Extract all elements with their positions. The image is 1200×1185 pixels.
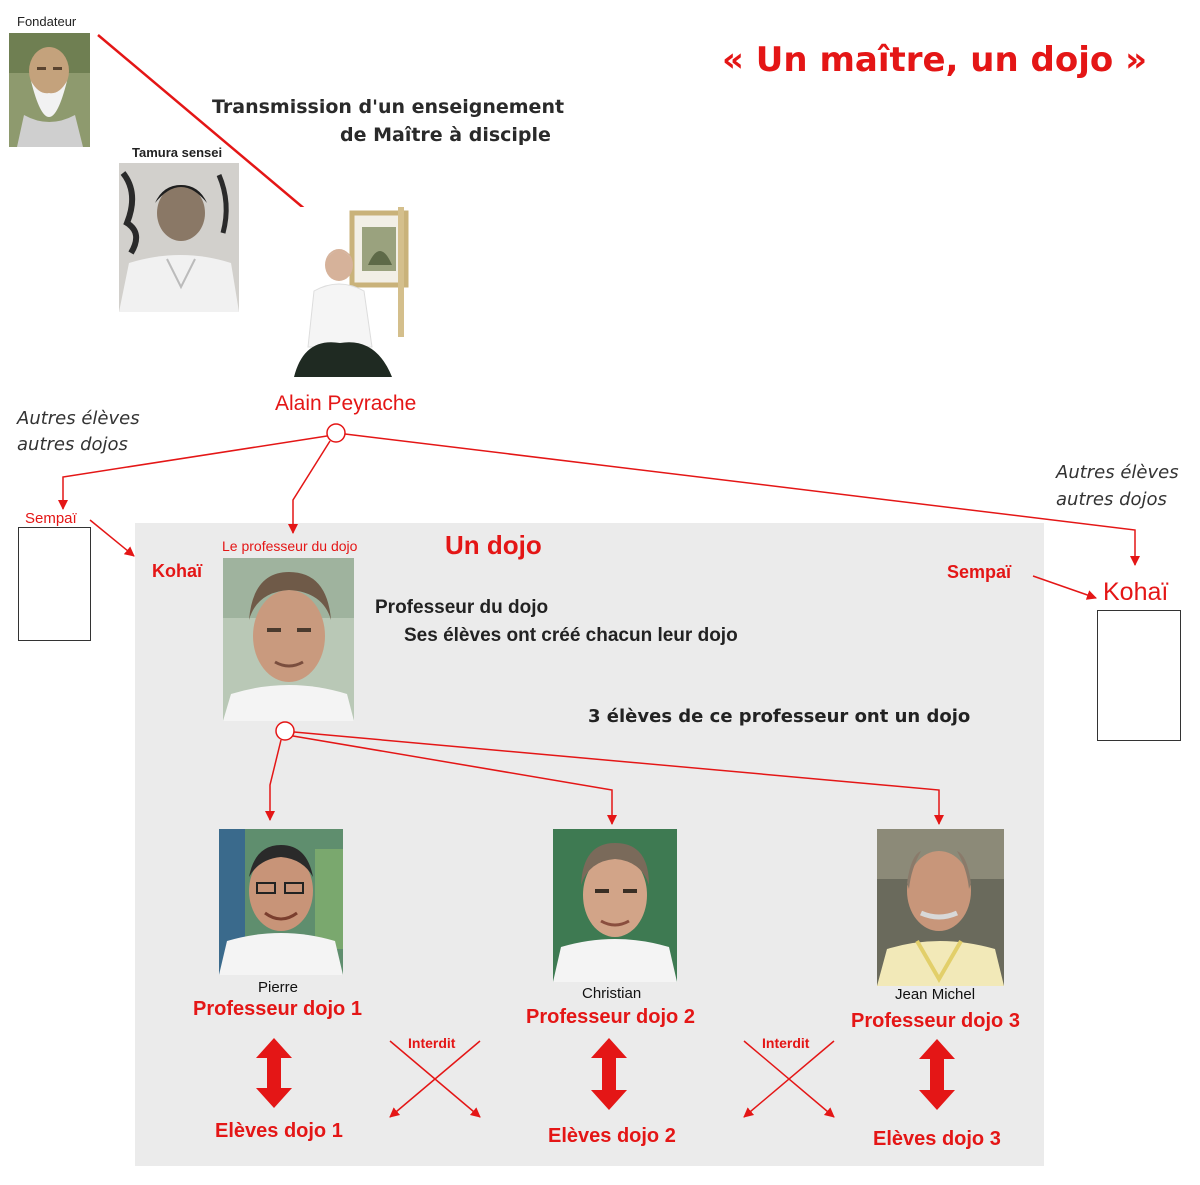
peyrache-node	[326, 423, 346, 443]
christian-name: Christian	[582, 985, 642, 1002]
students-dojo-3: Elèves dojo 3	[873, 1128, 1001, 1150]
pierre-name: Pierre	[258, 979, 299, 996]
dojo-teacher-photo	[223, 558, 354, 721]
left-kohai-label: Kohaï	[152, 561, 203, 581]
christian-role: Professeur dojo 2	[526, 1006, 695, 1028]
students-dojo-2: Elèves dojo 2	[548, 1125, 676, 1147]
jean-michel-role: Professeur dojo 3	[851, 1010, 1020, 1032]
left-sempai-frame	[18, 527, 91, 641]
peyrache-label: Alain Peyrache	[275, 392, 417, 415]
right-others-line-2: autres dojos	[1056, 489, 1167, 510]
right-kohai-label: Kohaï	[1103, 578, 1169, 606]
subtitle-line-1: Transmission d'un enseignement	[212, 96, 565, 118]
subtitle-line-2: de Maître à disciple	[340, 124, 551, 146]
dojo-desc-line-2: Ses élèves ont créé chacun leur dojo	[404, 625, 738, 646]
right-sempai-label: Sempaï	[947, 562, 1012, 582]
right-kohai-frame	[1097, 610, 1181, 741]
arrow-left-sempai-to-kohai	[89, 519, 135, 557]
tamura-photo	[119, 163, 239, 312]
students-dojo-1: Elèves dojo 1	[215, 1120, 343, 1142]
arrow-peyrache-to-dojo-teacher	[288, 440, 331, 534]
dojo-note: 3 élèves de ce professeur ont un dojo	[588, 706, 971, 727]
founder-photo	[9, 33, 90, 147]
christian-photo	[553, 829, 677, 982]
pierre-photo	[219, 829, 343, 975]
page-title: « Un maître, un dojo »	[722, 40, 1148, 80]
dojo-desc-line-1: Professeur du dojo	[375, 597, 549, 618]
jean-michel-photo	[877, 829, 1004, 986]
left-sempai-label: Sempaï	[25, 510, 77, 527]
left-others-line-2: autres dojos	[17, 434, 128, 455]
pierre-role: Professeur dojo 1	[193, 998, 362, 1020]
right-others-line-1: Autres élèves	[1056, 462, 1179, 483]
founder-label: Fondateur	[17, 14, 77, 29]
jean-michel-name: Jean Michel	[895, 986, 976, 1003]
dojo-teacher-label: Le professeur du dojo	[222, 538, 358, 554]
left-others-line-1: Autres élèves	[17, 408, 140, 429]
peyrache-photo	[294, 207, 418, 385]
dojo-title: Un dojo	[445, 530, 542, 560]
forbidden-label-2: Interdit	[762, 1035, 810, 1051]
forbidden-label-1: Interdit	[408, 1035, 456, 1051]
tamura-label: Tamura sensei	[132, 145, 223, 160]
